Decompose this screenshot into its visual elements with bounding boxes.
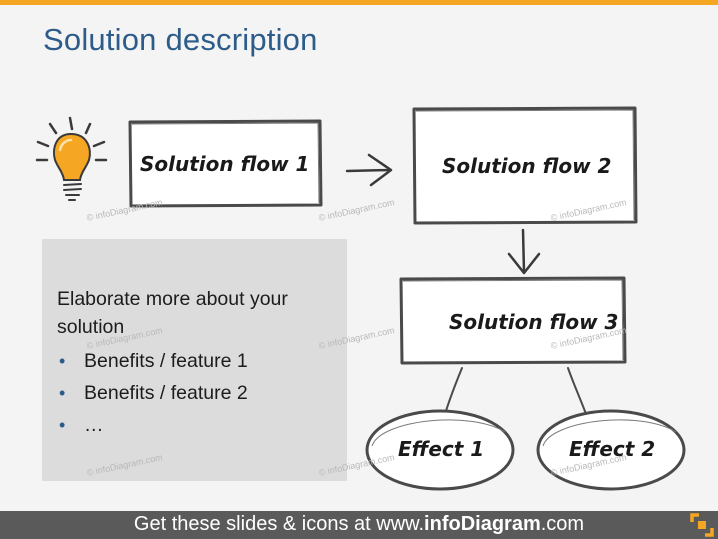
effect-ellipse-2: Effect 2: [536, 409, 686, 491]
top-accent-bar: [0, 0, 718, 5]
footer-suffix: .com: [540, 513, 585, 535]
flow-2-label: Solution flow 2: [442, 154, 611, 178]
flow-box-3: Solution flow 3: [399, 276, 627, 365]
description-panel: Elaborate more about your solution • Bene…: [42, 239, 347, 481]
footer-bar: Get these slides & icons at www.infoDiag…: [0, 511, 718, 539]
lightbulb-icon: [35, 116, 108, 201]
footer-prefix: Get these slides & icons at www.: [133, 513, 425, 535]
footer-brand[interactable]: infoDiagram: [424, 513, 541, 535]
bullet-marker: •: [59, 351, 66, 371]
bullet-marker: •: [59, 383, 66, 403]
effect-connectors: [444, 367, 587, 415]
panel-lead-text: Elaborate more about your solution: [57, 288, 288, 338]
brand-corner-icon: [690, 513, 714, 537]
benefits-list: • Benefits / feature 1 • Benefits / featur…: [57, 345, 248, 441]
effect-2-label: Effect 2: [569, 437, 655, 461]
effect-1-label: Effect 1: [398, 437, 484, 461]
slide-title: Solution description: [43, 22, 318, 57]
flow-diagram: Solution flow 1 Solution flow 2 Solution…: [35, 106, 686, 491]
list-item: • Benefits / feature 2: [57, 377, 248, 409]
bullet-marker: •: [59, 415, 66, 435]
flow-box-1: Solution flow 1: [128, 119, 323, 208]
footer-text: Get these slides & icons at www.infoDiag…: [0, 513, 718, 536]
list-item-text: Benefits / feature 2: [84, 382, 248, 404]
effect-ellipse-1: Effect 1: [365, 409, 515, 491]
list-item: •…: [57, 409, 248, 441]
arrow-down-icon: [507, 228, 541, 275]
flow-3-label: Solution flow 3: [449, 310, 618, 334]
arrow-right-icon: [345, 153, 393, 187]
list-item-text: Benefits / feature 1: [84, 350, 248, 372]
flow-1-label: Solution flow 1: [140, 152, 309, 176]
list-item: • Benefits / feature 1: [57, 345, 248, 377]
flow-box-2: Solution flow 2: [412, 106, 638, 225]
list-item-text: …: [84, 414, 104, 436]
